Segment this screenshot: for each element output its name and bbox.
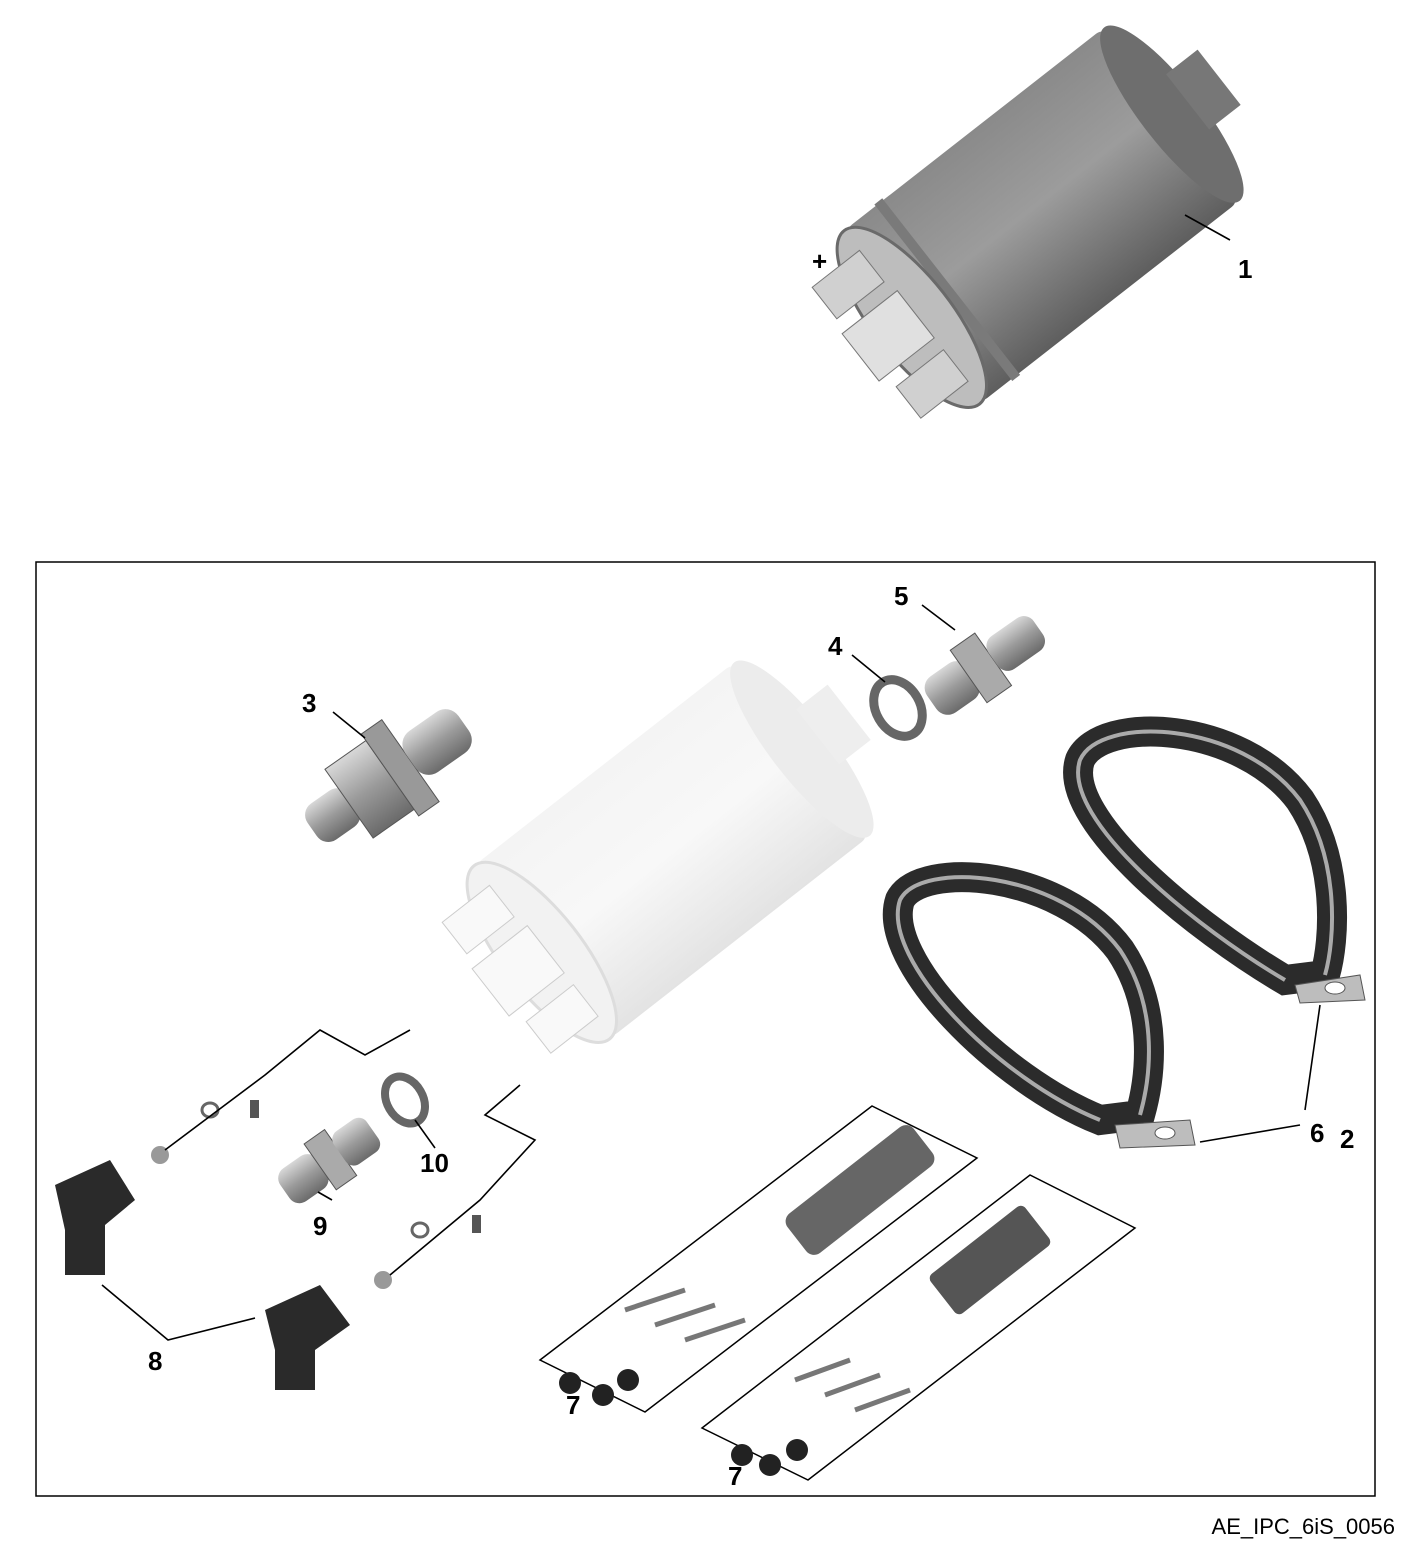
leader-line (414, 1119, 436, 1149)
connector-kit-a (538, 1105, 979, 1413)
callout-7a: 7 (566, 1390, 580, 1420)
hose-clamps (882, 716, 1366, 1149)
outlet-fitting (924, 616, 1046, 715)
fuel-pump-ghost (441, 660, 874, 1054)
inlet-fitting (305, 709, 472, 843)
callout-2: 2 (1340, 1124, 1354, 1154)
small-washer (381, 1072, 429, 1128)
terminal-boots (55, 1029, 537, 1390)
callout-7b: 7 (728, 1461, 742, 1491)
leader-line (1184, 214, 1231, 241)
fuel-pump (811, 25, 1244, 419)
callout-10: 10 (420, 1148, 449, 1178)
leader-line (851, 654, 886, 683)
callout-5: 5 (894, 581, 908, 611)
plus-marking: + (812, 246, 827, 276)
leader-line (921, 604, 956, 631)
kit-frame (35, 561, 1376, 1497)
leader-line (101, 1284, 256, 1341)
leader-line (317, 1191, 333, 1201)
outlet-washer (869, 675, 927, 741)
leader-line (1199, 1004, 1321, 1143)
callout-6: 6 (1310, 1118, 1324, 1148)
callout-4: 4 (828, 631, 843, 661)
callout-1: 1 (1238, 254, 1252, 284)
callout-3: 3 (302, 688, 316, 718)
callout-8: 8 (148, 1346, 162, 1376)
leader-line (332, 711, 366, 739)
figure-code: AE_IPC_6iS_0056 (1211, 1514, 1395, 1539)
small-fitting (278, 1117, 381, 1204)
connector-kit-b (700, 1174, 1137, 1481)
callout-9: 9 (313, 1211, 327, 1241)
